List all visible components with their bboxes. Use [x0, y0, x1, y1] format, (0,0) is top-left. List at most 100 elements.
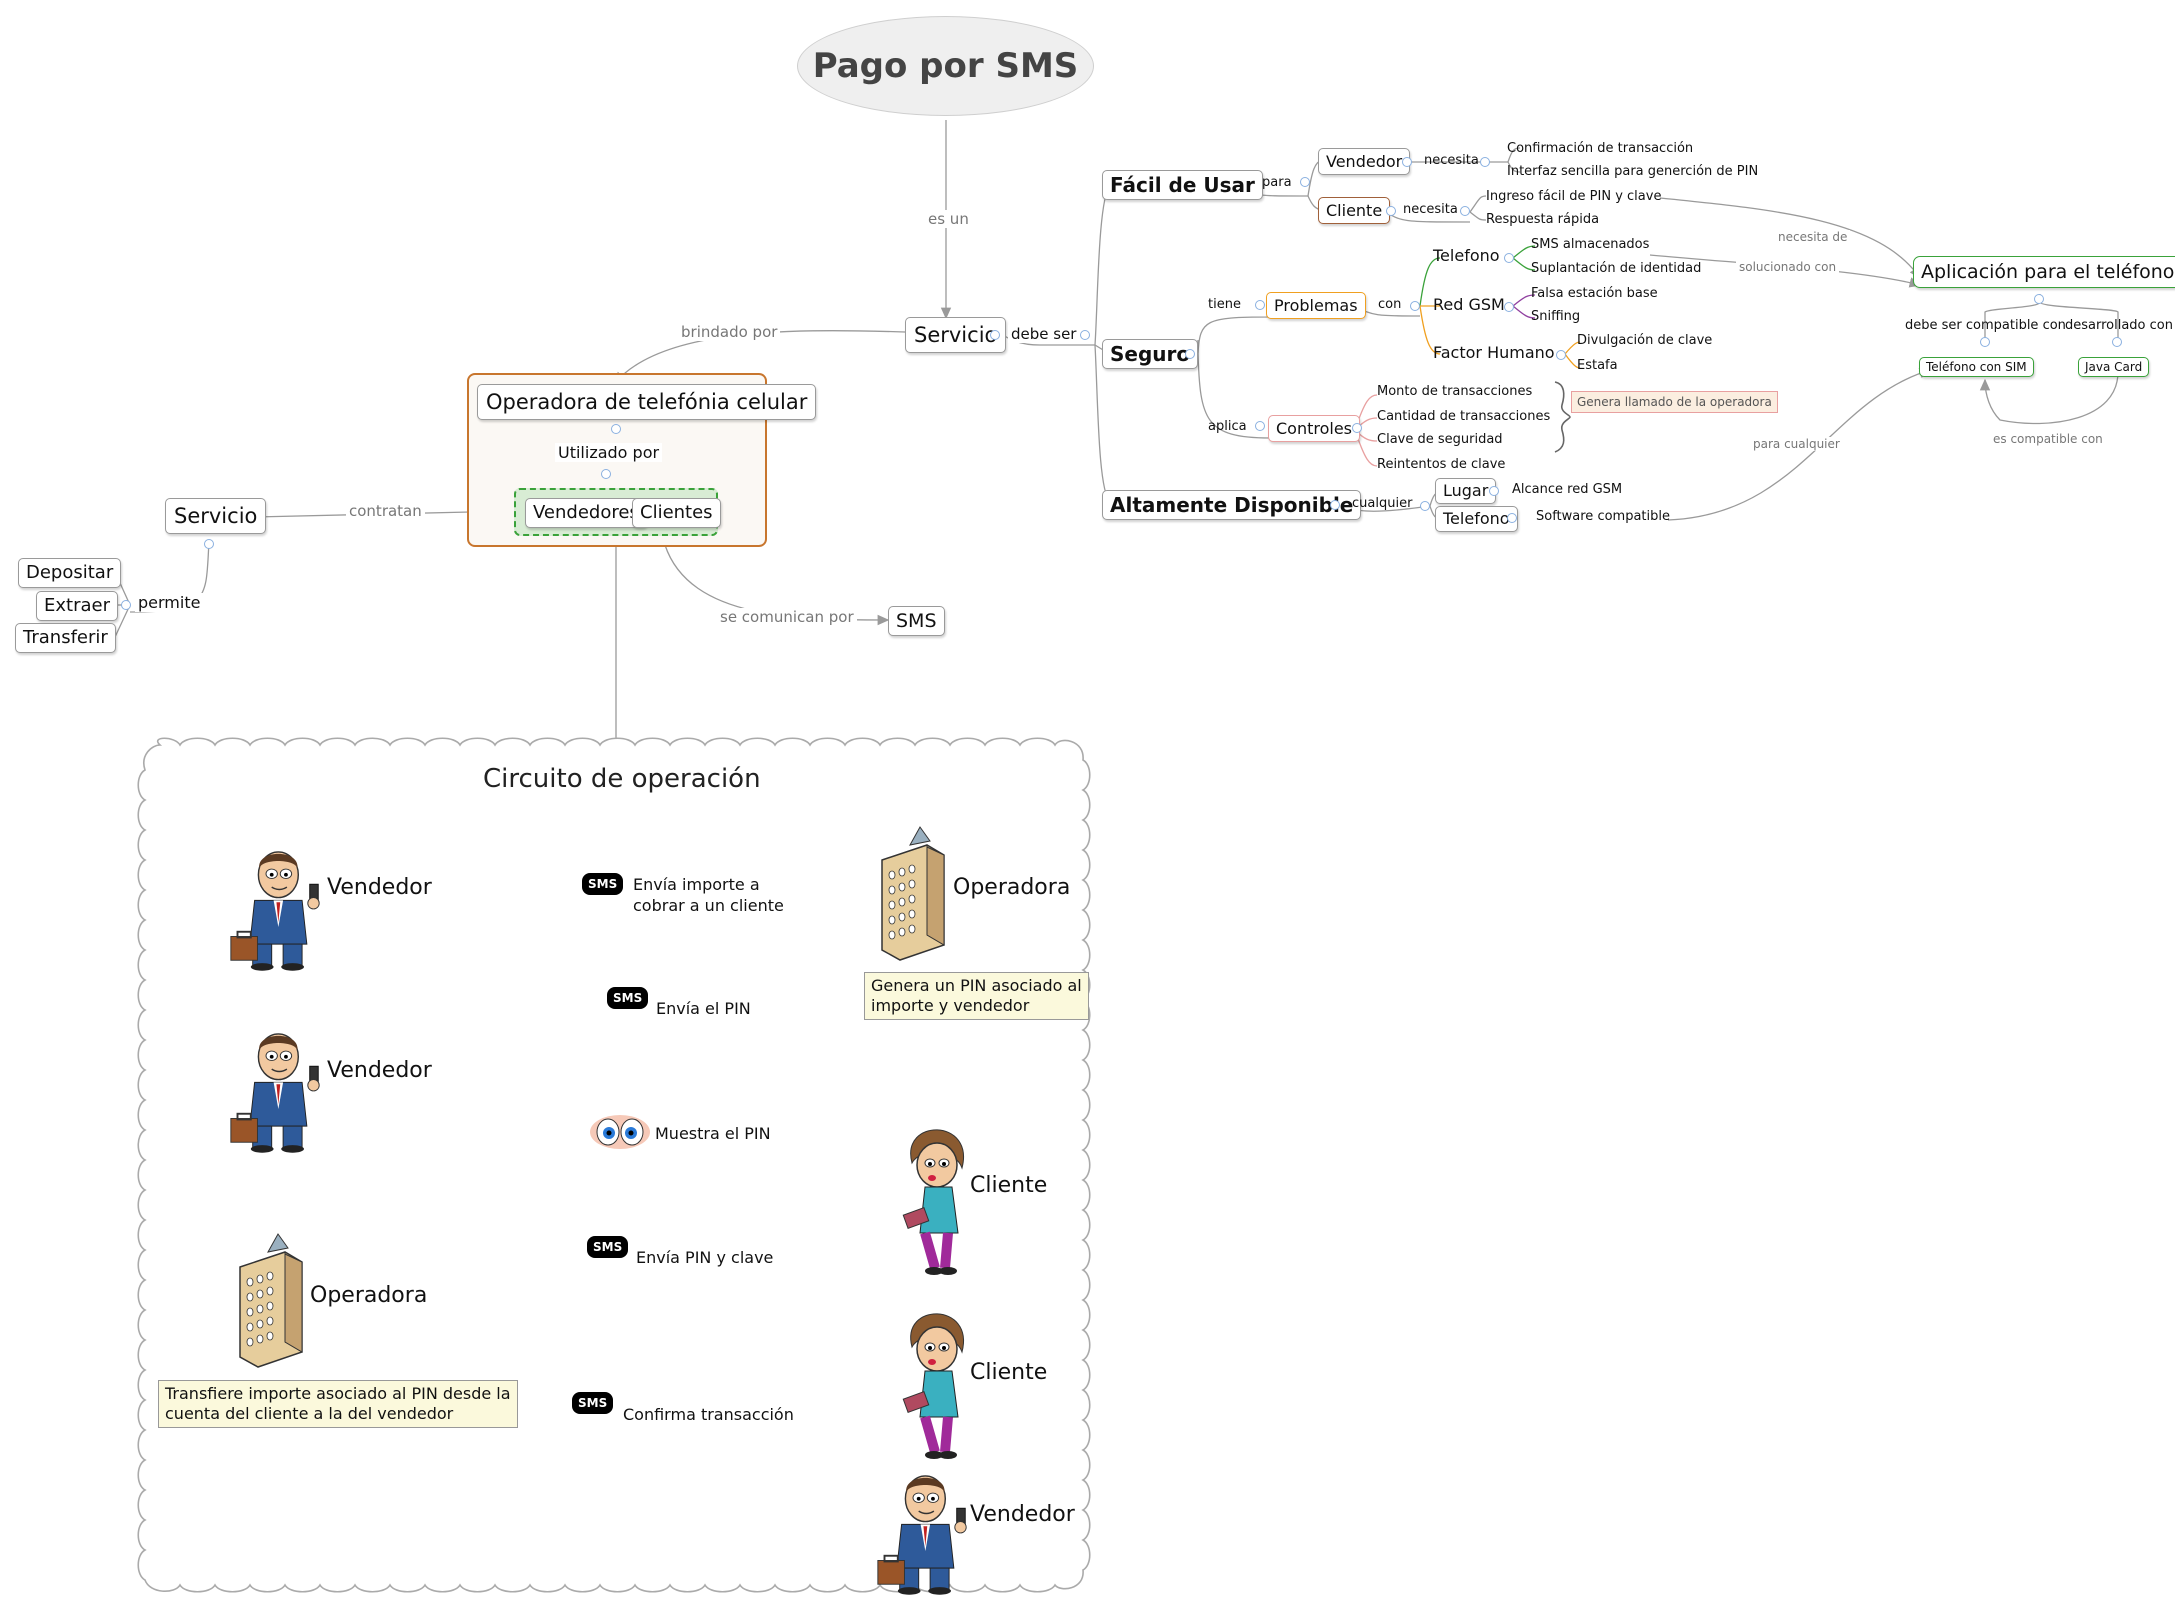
collapse-icon[interactable] [1185, 349, 1195, 359]
circuit-vendedor-2: Vendedor [327, 1058, 432, 1083]
rel-tiene: tiene [1208, 297, 1241, 312]
collapse-icon[interactable] [601, 469, 611, 479]
leaf-respuesta: Respuesta rápida [1486, 212, 1600, 227]
leaf-alcance: Alcance red GSM [1512, 482, 1623, 497]
collapse-icon[interactable] [2034, 294, 2044, 304]
node-servicio[interactable]: Servicio [905, 317, 1007, 353]
collapse-icon[interactable] [1980, 337, 1990, 347]
node-cliente[interactable]: Cliente [1318, 197, 1391, 224]
root-title[interactable]: Pago por SMS [797, 16, 1094, 116]
leaf-reintentos: Reintentos de clave [1377, 457, 1506, 472]
leaf-suplantacion: Suplantación de identidad [1531, 261, 1702, 276]
node-servicio-left[interactable]: Servicio [165, 498, 267, 534]
collapse-icon[interactable] [1556, 350, 1566, 360]
node-telefono-2[interactable]: Telefono [1435, 506, 1518, 532]
note-transfiere: Transfiere importe asociado al PIN desde… [158, 1380, 518, 1428]
collapse-icon[interactable] [1504, 302, 1514, 312]
circuit-cliente-2: Cliente [970, 1360, 1048, 1385]
collapse-icon[interactable] [1255, 300, 1265, 310]
leaf-confirmacion: Confirmación de transacción [1507, 141, 1694, 156]
rel-permite: permite [135, 593, 204, 612]
collapse-icon[interactable] [2112, 337, 2122, 347]
collapse-icon[interactable] [611, 424, 621, 434]
sms-badge-icon: SMS [607, 987, 649, 1009]
collapse-icon[interactable] [1507, 513, 1517, 523]
rel-con: con [1378, 297, 1402, 312]
leaf-sniffing: Sniffing [1531, 309, 1581, 324]
rel-desarrollado-con: desarrollado con [2065, 318, 2173, 333]
circuit-cliente-1: Cliente [970, 1173, 1048, 1198]
rel-utilizado-por: Utilizado por [555, 443, 663, 462]
operadora-building-icon [881, 826, 945, 961]
rel-para-cualquier: para cualquier [1750, 437, 1843, 451]
collapse-icon[interactable] [990, 330, 1000, 340]
leaf-estafa: Estafa [1577, 358, 1618, 373]
collapse-icon[interactable] [1255, 421, 1265, 431]
rel-necesita-de: necesita de [1775, 230, 1851, 244]
rel-aplica: aplica [1208, 419, 1247, 434]
node-facil-de-usar[interactable]: Fácil de Usar [1102, 170, 1263, 200]
collapse-icon[interactable] [1300, 177, 1310, 187]
circuit-operadora-1: Operadora [953, 875, 1071, 900]
rel-solucionado-con: solucionado con [1736, 260, 1840, 274]
node-controles[interactable]: Controles [1268, 415, 1361, 442]
node-extraer[interactable]: Extraer [36, 591, 118, 621]
node-aplicacion[interactable]: Aplicación para el teléfono [1913, 256, 2175, 288]
collapse-icon[interactable] [121, 600, 131, 610]
rel-para: para [1262, 175, 1292, 190]
circuit-vendedor-3: Vendedor [970, 1502, 1075, 1527]
node-vendedores[interactable]: Vendedores [525, 498, 647, 528]
circuit-cloud [137, 737, 1091, 1593]
vendedor-figure-icon [876, 1474, 968, 1596]
rel-es-un: es un [925, 210, 972, 228]
leaf-clave-seg: Clave de seguridad [1377, 432, 1503, 447]
node-sms[interactable]: SMS [888, 606, 945, 636]
leaf-falsa: Falsa estación base [1531, 286, 1658, 301]
node-seguro[interactable]: Seguro [1102, 339, 1199, 369]
collapse-icon[interactable] [1480, 157, 1490, 167]
node-java-card[interactable]: Java Card [2078, 357, 2150, 377]
rel-debe-ser-compatible: debe ser compatible con [1905, 318, 2066, 333]
circuit-title: Circuito de operación [483, 764, 761, 794]
node-operadora-telefonia[interactable]: Operadora de telefónia celular [477, 384, 817, 420]
rel-es-compatible-con: es compatible con [1990, 432, 2106, 446]
collapse-icon[interactable] [1386, 206, 1396, 216]
collapse-icon[interactable] [1080, 330, 1090, 340]
node-vendedor[interactable]: Vendedor [1318, 148, 1411, 175]
msg-envia-importe: Envía importe a cobrar a un cliente [633, 875, 784, 915]
collapse-icon[interactable] [1410, 301, 1420, 311]
msg-muestra-pin: Muestra el PIN [655, 1124, 771, 1143]
collapse-icon[interactable] [1489, 486, 1499, 496]
sms-badge-icon: SMS [572, 1392, 614, 1414]
note-genera-pin: Genera un PIN asociado al importe y vend… [864, 972, 1089, 1020]
vendedor-figure-icon [229, 851, 321, 972]
collapse-icon[interactable] [1330, 500, 1340, 510]
node-lugar[interactable]: Lugar [1435, 478, 1497, 504]
node-altamente-disponible[interactable]: Altamente Disponible [1102, 490, 1362, 520]
collapse-icon[interactable] [204, 539, 214, 549]
node-clientes[interactable]: Clientes [632, 498, 721, 528]
leaf-software: Software compatible [1536, 509, 1670, 524]
msg-confirma: Confirma transacción [623, 1405, 794, 1424]
collapse-icon[interactable] [1352, 423, 1362, 433]
collapse-icon[interactable] [1402, 157, 1412, 167]
sms-badge-icon: SMS [587, 1236, 629, 1258]
node-transferir[interactable]: Transferir [15, 623, 116, 653]
sms-badge-icon: SMS [582, 873, 624, 895]
node-depositar[interactable]: Depositar [18, 558, 122, 588]
collapse-icon[interactable] [1504, 253, 1514, 263]
node-telefono-sim[interactable]: Teléfono con SIM [1919, 357, 2034, 377]
circuit-operadora-2: Operadora [310, 1283, 428, 1308]
collapse-icon[interactable] [1420, 501, 1430, 511]
rel-cualquier: cualquier [1352, 496, 1413, 511]
node-red-gsm[interactable]: Red GSM [1433, 295, 1505, 314]
node-telefono[interactable]: Telefono [1433, 246, 1500, 265]
node-factor-humano[interactable]: Factor Humano [1433, 343, 1555, 362]
operadora-building-icon [239, 1233, 303, 1368]
collapse-icon[interactable] [1460, 206, 1470, 216]
circuit-vendedor-1: Vendedor [327, 875, 432, 900]
node-problemas[interactable]: Problemas [1266, 292, 1366, 319]
msg-envia-pin-clave: Envía PIN y clave [636, 1248, 774, 1267]
msg-envia-pin: Envía el PIN [656, 999, 751, 1018]
rel-necesita: necesita [1424, 153, 1479, 168]
